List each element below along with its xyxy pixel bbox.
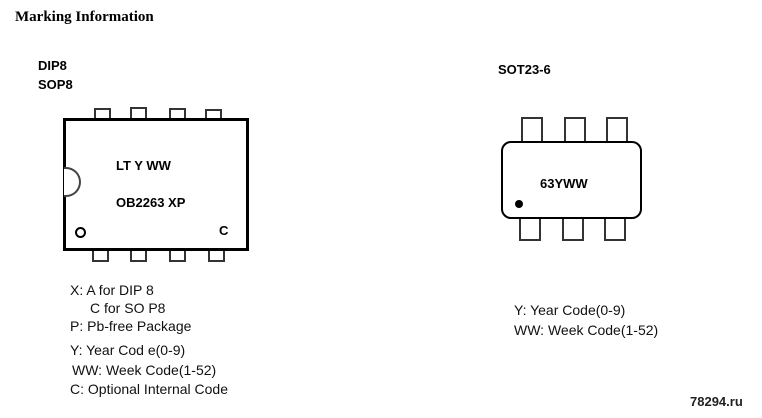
dip-marking-line2: OB2263 XP — [116, 195, 186, 210]
legend-line: WW: Week Code(1-52) — [72, 362, 217, 378]
legend-line: P: Pb-free Package — [70, 318, 192, 334]
legend-line: Y: Year Code(0-9) — [514, 302, 626, 318]
chip-pin — [562, 216, 584, 241]
pin1-dot-icon — [515, 200, 523, 208]
watermark: 78294.ru — [690, 394, 743, 409]
chip-pin — [564, 117, 586, 143]
legend-line: WW: Week Code(1-52) — [514, 322, 659, 338]
legend-line: Y: Year Cod e(0-9) — [70, 342, 186, 358]
legend-line: C for SO P8 — [90, 300, 166, 316]
sot23-chip-body — [501, 141, 642, 219]
dip-corner-code: C — [219, 223, 229, 238]
dip8-chip-body — [63, 118, 249, 251]
chip-pin — [606, 117, 628, 143]
legend-line: X: A for DIP 8 — [70, 282, 154, 298]
chip-pin — [521, 117, 543, 143]
chip-pin — [604, 216, 626, 241]
legend-line: C: Optional Internal Code — [70, 381, 228, 397]
package-label-sot23: SOT23-6 — [498, 62, 551, 77]
package-label-sop8: SOP8 — [38, 77, 73, 92]
sot-marking: 63YWW — [540, 176, 588, 191]
pin1-circle-icon — [75, 227, 86, 238]
package-label-dip8: DIP8 — [38, 58, 67, 73]
dip-marking-line1: LT Y WW — [116, 158, 171, 173]
chip-pin — [519, 216, 541, 241]
section-title: Marking Information — [15, 9, 154, 25]
